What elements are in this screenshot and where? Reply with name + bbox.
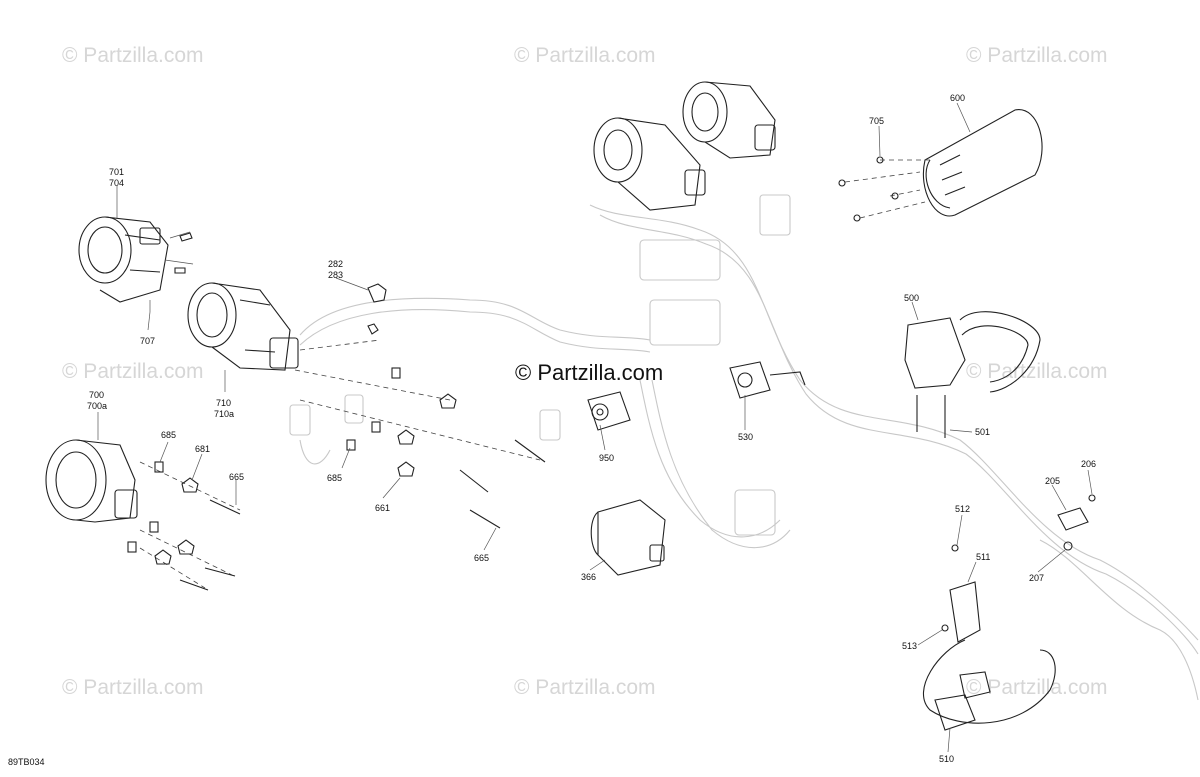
- watermarks: © Partzilla.com © Partzilla.com © Partzi…: [62, 44, 1108, 699]
- adjuster-knob-681-b: [177, 539, 195, 555]
- spring-685-mid: [371, 421, 381, 433]
- screw-665-f: [179, 579, 209, 591]
- callout-685-right: 685: [327, 473, 342, 483]
- nut-513: [941, 624, 949, 632]
- screw-705-d: [853, 214, 861, 222]
- screw-665-b: [459, 469, 489, 493]
- adjuster-knob-661-c: [397, 461, 415, 477]
- watermark-bottom-right: © Partzilla.com: [966, 676, 1108, 699]
- leader-lines: [97, 102, 1093, 753]
- spring-685-top: [391, 367, 401, 379]
- callout-710: 710: [216, 398, 231, 408]
- watermark-mid-left: © Partzilla.com: [62, 360, 204, 383]
- callout-labels: 701 704 707 700 700a 710 710a 685 681 66…: [87, 93, 1096, 764]
- headlight-assembly-710: [187, 282, 541, 461]
- spring-685-left-a: [154, 461, 164, 473]
- clip-283: [367, 323, 379, 335]
- spring-685-low: [346, 439, 356, 451]
- watermark-bottom-center: © Partzilla.com: [514, 676, 656, 699]
- watermark-bottom-left: © Partzilla.com: [62, 676, 204, 699]
- callout-511: 511: [976, 552, 990, 562]
- headlight-housing-701: [78, 216, 194, 312]
- spring-685-left-c: [127, 541, 137, 553]
- callout-705: 705: [869, 116, 884, 126]
- callout-700: 700: [89, 390, 104, 400]
- callout-707: 707: [140, 336, 155, 346]
- watermark-center: © Partzilla.com: [515, 360, 663, 385]
- callout-207: 207: [1029, 573, 1044, 583]
- callout-685-left: 685: [161, 430, 176, 440]
- callout-205: 205: [1045, 476, 1060, 486]
- module-366: [590, 499, 666, 576]
- headlight-assembly-700: [45, 439, 241, 589]
- callout-510: 510: [939, 754, 954, 764]
- screw-665-d: [209, 499, 241, 515]
- screw-512: [951, 544, 959, 552]
- callout-530: 530: [738, 432, 753, 442]
- callout-366: 366: [581, 572, 596, 582]
- screw-665-a: [514, 439, 546, 463]
- sensor-510: [934, 694, 976, 731]
- headlight-cluster-top: [593, 81, 776, 211]
- clip-282: [367, 283, 387, 303]
- callout-512: 512: [955, 504, 970, 514]
- adjuster-knob-681-a: [181, 477, 199, 493]
- adjuster-knob-681-c: [154, 549, 172, 565]
- callout-701: 701: [109, 167, 124, 177]
- callout-500: 500: [904, 293, 919, 303]
- hardware-fasteners: [127, 283, 546, 591]
- watermark-top-center: © Partzilla.com: [514, 44, 656, 67]
- callout-600: 600: [950, 93, 965, 103]
- callout-661: 661: [375, 503, 390, 513]
- callout-206: 206: [1081, 459, 1096, 469]
- callout-282: 282: [328, 259, 343, 269]
- screw-705-c: [891, 192, 899, 200]
- callout-700a: 700a: [87, 401, 107, 411]
- bracket-205: [1057, 494, 1096, 551]
- screw-705-a: [876, 156, 884, 164]
- callout-950: 950: [599, 453, 614, 463]
- callout-501: 501: [975, 427, 990, 437]
- screw-206: [1088, 494, 1096, 502]
- screw-665-e: [204, 567, 236, 577]
- callout-681: 681: [195, 444, 210, 454]
- callout-283: 283: [328, 270, 343, 280]
- screw-665-c: [469, 509, 501, 529]
- figure-code: 89TB034: [8, 757, 45, 767]
- sensor-511: [923, 544, 1056, 731]
- switch-950: [587, 391, 631, 431]
- callout-710a: 710a: [214, 409, 234, 419]
- watermark-top-right: © Partzilla.com: [966, 44, 1108, 67]
- cover-600: [838, 109, 1043, 222]
- callout-513: 513: [902, 641, 917, 651]
- screw-705-b: [838, 179, 846, 187]
- switch-500: [904, 311, 1041, 438]
- callout-704: 704: [109, 178, 124, 188]
- callout-665-left: 665: [229, 472, 244, 482]
- watermark-mid-right: © Partzilla.com: [966, 360, 1108, 383]
- callout-665-right: 665: [474, 553, 489, 563]
- spring-685-left-b: [149, 521, 159, 533]
- switch-530: [729, 361, 806, 399]
- adjuster-knob-661-b: [397, 429, 415, 445]
- watermark-top-left: © Partzilla.com: [62, 44, 204, 67]
- wiring-harness: [289, 194, 1199, 701]
- adjuster-knob-661-a: [439, 393, 457, 409]
- washer-207: [1063, 541, 1073, 551]
